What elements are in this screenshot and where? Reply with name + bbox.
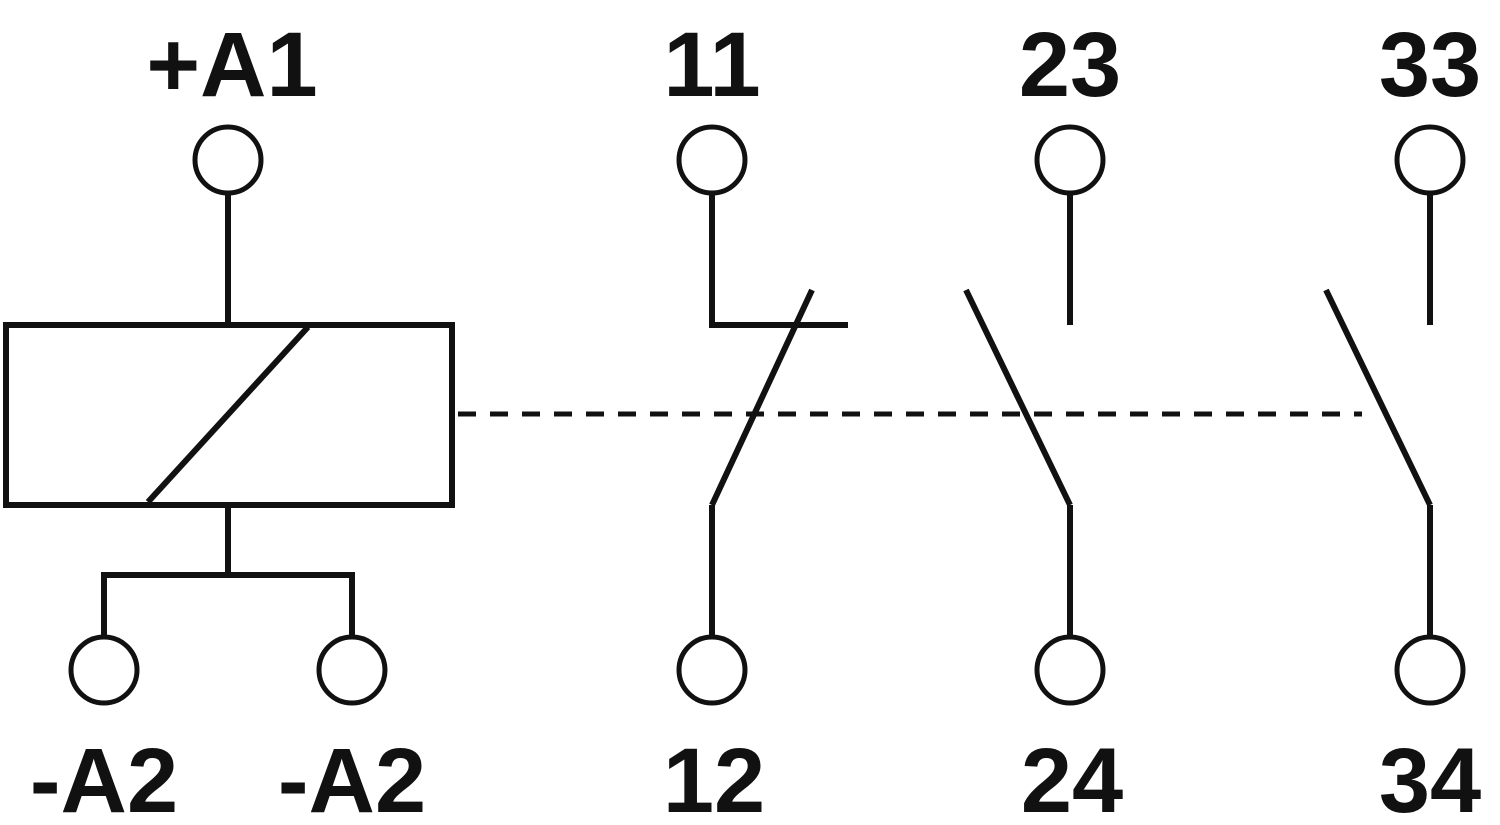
terminal-23 bbox=[1034, 124, 1106, 196]
label-24: 24 bbox=[1021, 730, 1123, 825]
label-11: 11 bbox=[663, 14, 760, 116]
label-33: 33 bbox=[1379, 14, 1481, 116]
terminal-A2-left bbox=[68, 634, 140, 706]
terminal-24 bbox=[1034, 634, 1106, 706]
nc-contact-blade bbox=[709, 288, 815, 507]
terminal-34 bbox=[1394, 634, 1466, 706]
relay-coil-slash bbox=[145, 324, 311, 505]
no-contact-blade-2 bbox=[1323, 288, 1433, 507]
no-contact-33-34: 33 34 bbox=[1323, 14, 1481, 825]
terminal-11 bbox=[676, 124, 748, 196]
label-A1: +A1 bbox=[146, 14, 317, 116]
label-23: 23 bbox=[1019, 14, 1121, 116]
no-contact-blade-1 bbox=[963, 288, 1073, 507]
wire-11-stop bbox=[709, 193, 848, 328]
wire-A2-branch bbox=[101, 572, 355, 637]
label-A2-right: -A2 bbox=[278, 730, 426, 825]
label-A2-left: -A2 bbox=[30, 730, 178, 825]
terminal-A1 bbox=[192, 124, 264, 196]
terminal-A2-right bbox=[316, 634, 388, 706]
no-contact-23-24: 23 24 bbox=[963, 14, 1123, 825]
label-34: 34 bbox=[1379, 730, 1481, 825]
nc-contact-11-12: 11 12 bbox=[663, 14, 848, 825]
relay-coil-group: +A1 -A2 -A2 bbox=[3, 14, 455, 825]
terminal-33 bbox=[1394, 124, 1466, 196]
label-12: 12 bbox=[663, 730, 765, 825]
terminal-12 bbox=[676, 634, 748, 706]
